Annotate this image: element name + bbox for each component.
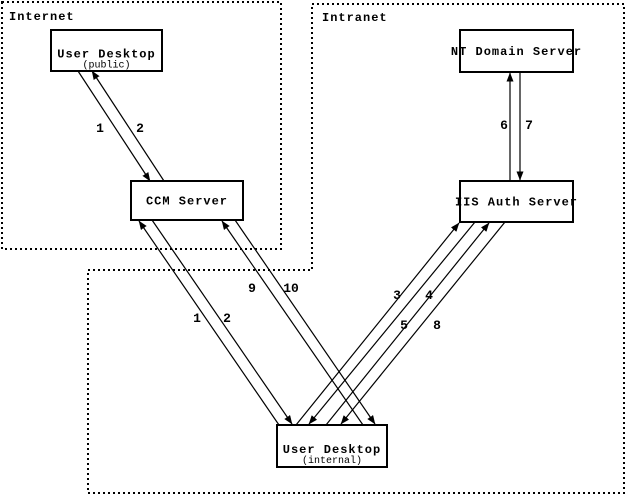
node-user-desktop-public-box [50, 29, 163, 72]
edge-10-step-5-label: 5 [400, 318, 408, 333]
edge-0-step-1-line [77, 70, 151, 182]
edge-8-step-3-line [295, 222, 460, 426]
edge-2-step-6-label: 6 [500, 118, 508, 133]
region-intranet-label: Intranet [322, 11, 388, 25]
node-user-desktop-internal-box [276, 424, 388, 468]
region-internet-label: Internet [9, 10, 75, 24]
node-iis-auth-server-title: IIS Auth Server [455, 196, 578, 210]
node-ccm-server-title: CCM Server [146, 195, 228, 209]
edge-11-step-8-line [340, 221, 506, 425]
node-user-desktop-internal-title: User Desktop [283, 443, 381, 457]
region-internet-outline [1, 1, 282, 250]
edges-layer: 1 2 6 7 1 2 9 10 3 4 5 8 [77, 70, 533, 426]
edge-6-step-9-label: 9 [248, 281, 256, 296]
edge-8-step-3-label: 3 [393, 288, 401, 303]
edge-1-step-2-line [91, 70, 165, 182]
edge-10-step-5-line [325, 222, 490, 426]
region-intranet-outline [87, 3, 625, 494]
node-ccm-server-box [130, 180, 244, 221]
edge-3-step-7-label: 7 [525, 118, 533, 133]
edge-1-step-2-label: 2 [136, 121, 144, 136]
node-user-desktop-public-title: User Desktop [57, 48, 155, 62]
edge-5-step-2-line [151, 219, 293, 425]
edge-5-step-2-label: 2 [223, 311, 231, 326]
edge-4-step-1-line [138, 220, 280, 426]
edge-11-step-8-label: 8 [433, 318, 441, 333]
node-user-desktop-internal-subtitle: (internal) [302, 455, 362, 467]
edge-6-step-9-line [221, 220, 364, 426]
node-nt-domain-server-box [459, 29, 574, 73]
regions-layer: Internet Intranet [1, 1, 625, 494]
edge-9-step-4-label: 4 [425, 288, 433, 303]
edge-7-step-10-label: 10 [283, 281, 299, 296]
edge-0-step-1-label: 1 [96, 121, 104, 136]
node-nt-domain-server-title: NT Domain Server [451, 45, 582, 59]
node-iis-auth-server-box [459, 180, 574, 223]
edge-9-step-4-line [308, 221, 476, 425]
edge-7-step-10-line [234, 219, 376, 425]
edge-4-step-1-label: 1 [193, 311, 201, 326]
node-user-desktop-public-subtitle: (public) [82, 60, 130, 72]
